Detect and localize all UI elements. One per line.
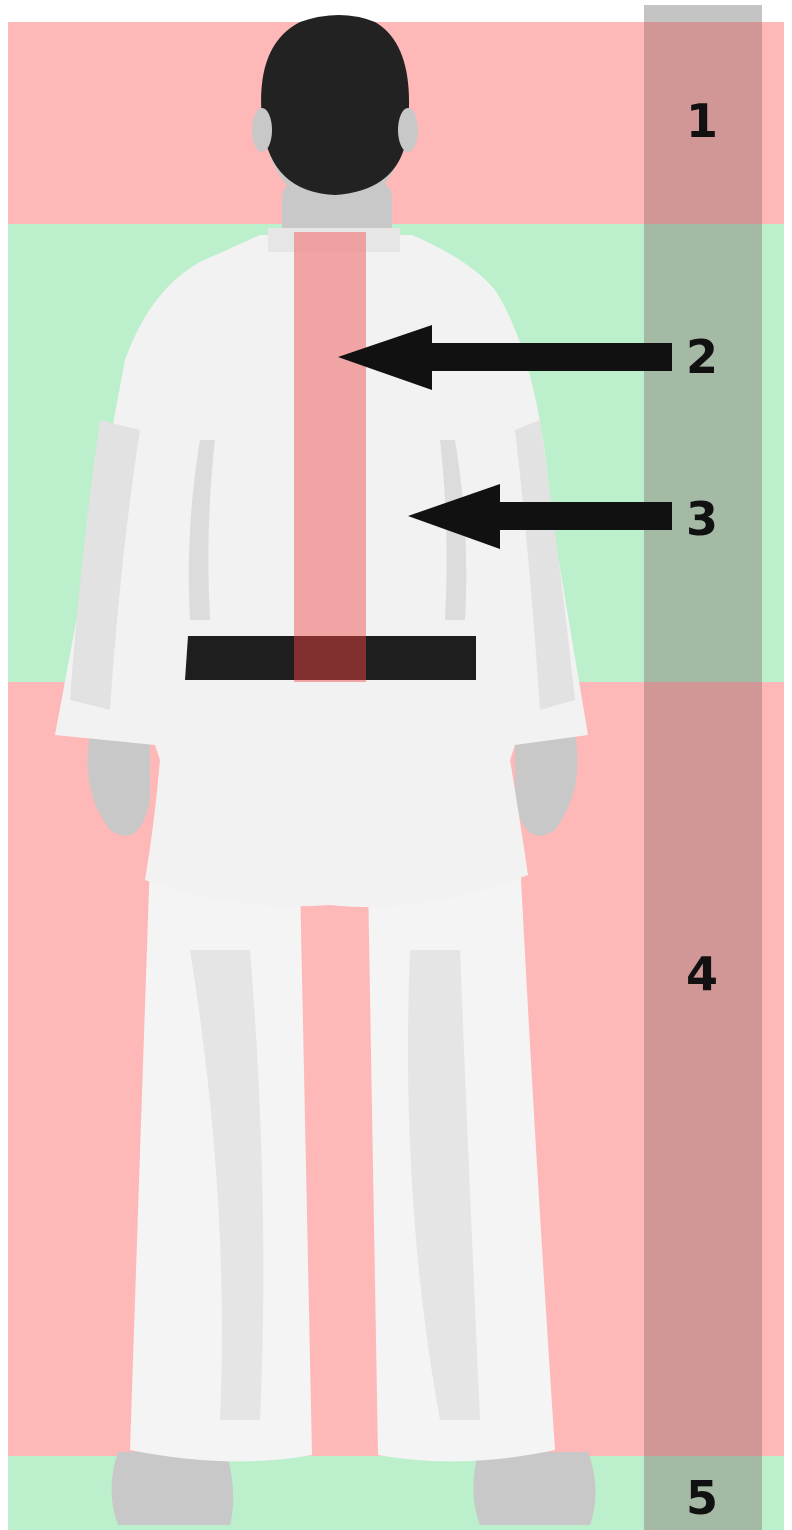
spine-strip-on-belt bbox=[294, 636, 366, 680]
left-ear bbox=[252, 108, 272, 152]
side-bar-top bbox=[644, 5, 762, 22]
side-bar bbox=[644, 22, 762, 1530]
arrow-2 bbox=[338, 325, 672, 390]
zone-5-label: 5 bbox=[686, 1471, 718, 1525]
zone-4-label: 4 bbox=[686, 947, 718, 1001]
right-foot bbox=[473, 1452, 596, 1525]
judoka-figure bbox=[55, 15, 596, 1525]
jacket-shadow-right bbox=[515, 420, 575, 710]
right-hand bbox=[515, 735, 578, 836]
pants-shadow-left bbox=[190, 950, 264, 1420]
right-ear bbox=[398, 108, 418, 152]
callout-3-label: 3 bbox=[686, 492, 718, 546]
hair bbox=[261, 15, 410, 195]
jacket-fold-left bbox=[188, 440, 215, 620]
left-foot bbox=[111, 1450, 234, 1525]
jacket-shadow-left bbox=[70, 420, 140, 710]
spine-strip bbox=[294, 232, 366, 682]
zone-1-label: 1 bbox=[686, 94, 718, 148]
arrow-3 bbox=[408, 484, 672, 549]
left-hand bbox=[87, 735, 150, 836]
callout-2-label: 2 bbox=[686, 330, 718, 384]
pants-shadow-right bbox=[408, 950, 480, 1420]
